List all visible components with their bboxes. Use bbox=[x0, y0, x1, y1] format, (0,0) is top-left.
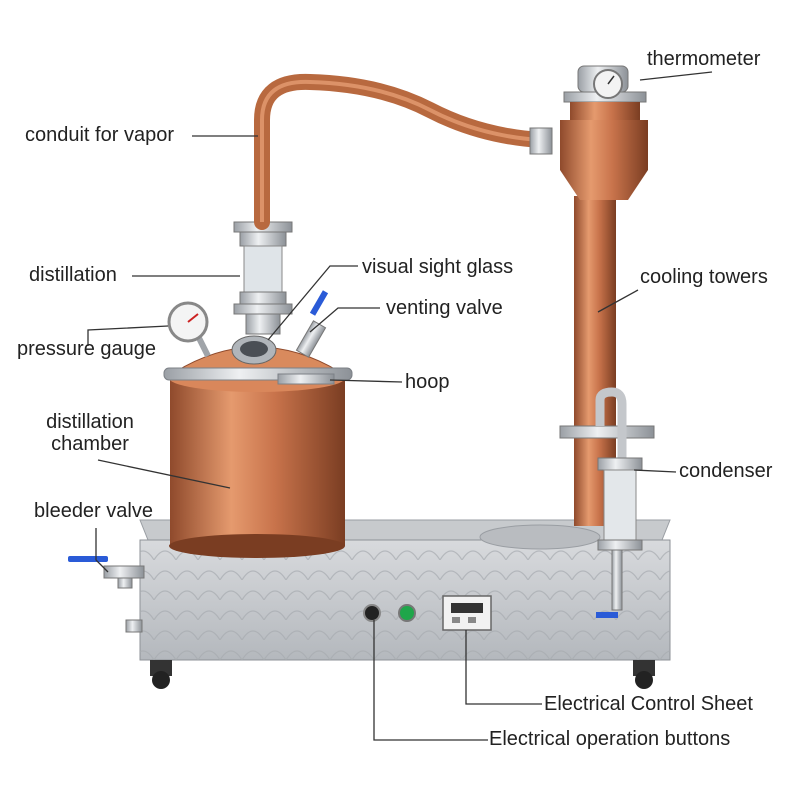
condenser-part bbox=[559, 387, 655, 618]
control-panel bbox=[363, 595, 492, 631]
leader-bleeder-valve bbox=[95, 528, 109, 573]
label-distillation-chamber: distillation chamber bbox=[34, 411, 146, 455]
wheel-right bbox=[633, 660, 655, 689]
leader-operation-buttons bbox=[373, 620, 488, 741]
leader-chamber bbox=[97, 459, 231, 489]
label-thermometer: thermometer bbox=[647, 48, 761, 70]
pressure-gauge bbox=[167, 301, 211, 358]
cooling-tower bbox=[560, 65, 648, 526]
leader-sight-glass bbox=[267, 265, 358, 341]
leader-lines bbox=[87, 71, 713, 741]
leader-thermometer bbox=[639, 71, 713, 81]
label-conduit-for-vapor: conduit for vapor bbox=[25, 124, 174, 146]
leader-condenser bbox=[633, 469, 677, 473]
label-bleeder-valve: bleeder valve bbox=[34, 500, 153, 522]
label-visual-sight-glass: visual sight glass bbox=[362, 256, 514, 278]
leader-venting-valve bbox=[309, 307, 380, 333]
base-cabinet bbox=[139, 519, 671, 661]
wheel-left bbox=[150, 660, 172, 689]
label-hoop: hoop bbox=[405, 371, 450, 393]
distillation-column bbox=[233, 221, 293, 335]
label-cooling-towers: cooling towers bbox=[640, 266, 768, 288]
vapor-conduit bbox=[254, 73, 548, 230]
label-electrical-operation-buttons: Electrical operation buttons bbox=[489, 728, 731, 750]
lid-sight-glass bbox=[231, 335, 277, 365]
label-condenser: condenser bbox=[679, 460, 773, 482]
label-distillation: distillation bbox=[29, 264, 117, 286]
distillation-chamber-pot bbox=[163, 346, 353, 558]
leader-hoop bbox=[329, 379, 403, 383]
bleeder-valve bbox=[68, 556, 145, 633]
leader-cooling-towers bbox=[597, 289, 639, 313]
label-distillation-chamber-line1: distillation bbox=[46, 411, 134, 433]
label-electrical-control-sheet: Electrical Control Sheet bbox=[544, 693, 753, 715]
leader-pressure-gauge bbox=[87, 325, 169, 346]
label-pressure-gauge: pressure gauge bbox=[17, 338, 156, 360]
label-distillation-chamber-line2: chamber bbox=[51, 433, 129, 455]
leader-control-sheet bbox=[465, 630, 542, 705]
label-venting-valve: venting valve bbox=[386, 297, 503, 319]
